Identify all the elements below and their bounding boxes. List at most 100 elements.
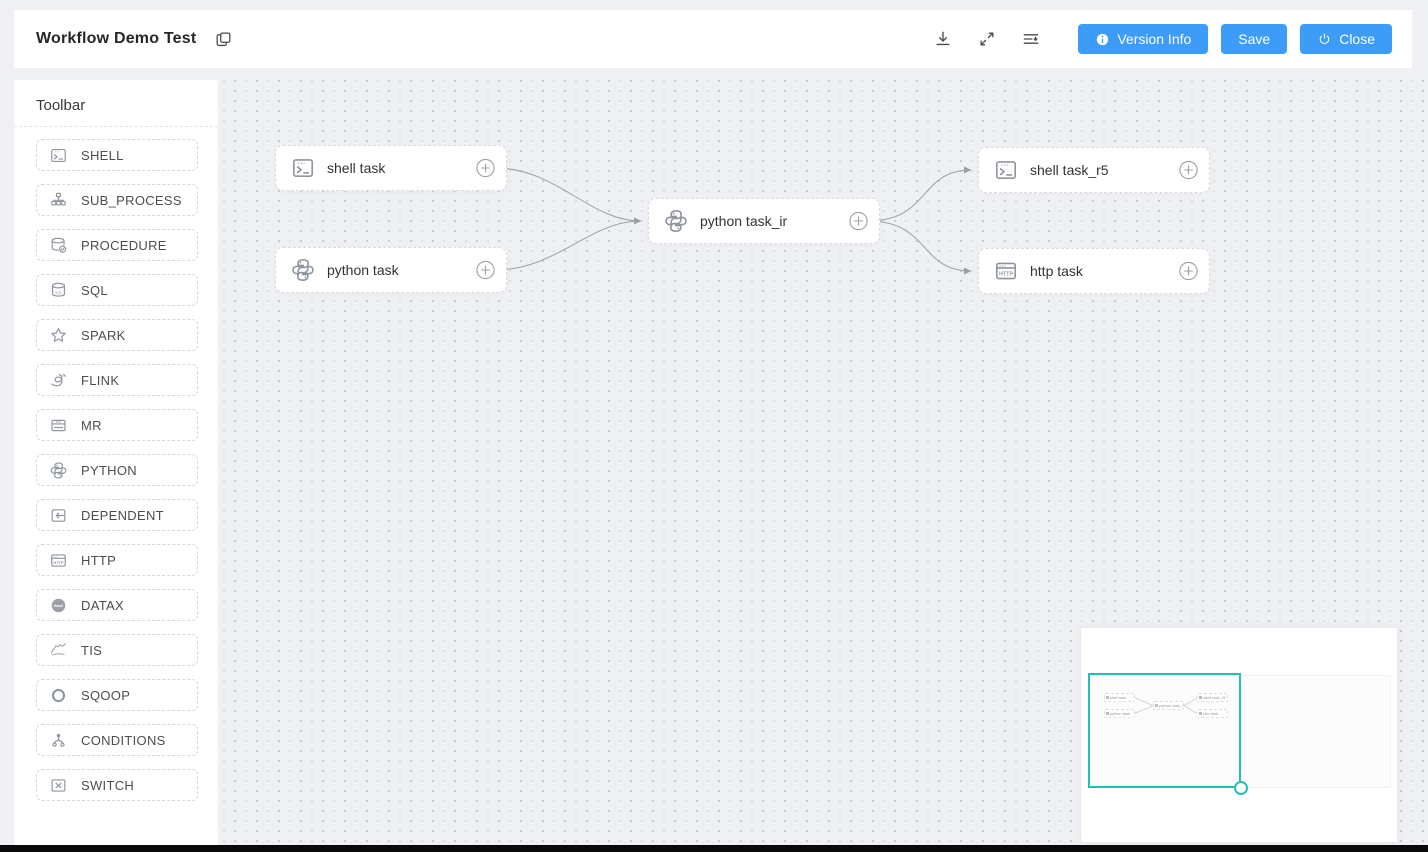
- toolbar-item-datax[interactable]: DataX DATAX: [36, 589, 198, 621]
- task-node-shell-task[interactable]: shell task: [275, 145, 507, 191]
- format-dag-icon[interactable]: [1021, 29, 1041, 49]
- workflow-title: Workflow Demo Test: [36, 30, 197, 47]
- shell-icon: [290, 155, 316, 181]
- task-node-label: python task_ir: [700, 213, 788, 229]
- toolbar-item-label: SPARK: [81, 327, 126, 343]
- svg-text:MR: MR: [56, 420, 62, 424]
- http-icon: HTTP: [993, 258, 1019, 284]
- toolbar-item-sqoop[interactable]: SQOOP: [36, 679, 198, 711]
- dependent-icon: [49, 506, 68, 525]
- switch-icon: [49, 776, 68, 795]
- info-icon: [1097, 33, 1109, 45]
- save-label: Save: [1238, 31, 1271, 47]
- minimap-edges: [1134, 697, 1198, 714]
- toolbar-item-dependent[interactable]: DEPENDENT: [36, 499, 198, 531]
- toolbar-item-tis[interactable]: TIS: [36, 634, 198, 666]
- task-node-label: http task: [1030, 263, 1083, 279]
- save-button[interactable]: Save: [1221, 24, 1288, 54]
- connect-plus-icon[interactable]: [1179, 261, 1198, 281]
- tis-icon: [49, 641, 68, 660]
- minimap-node-label: python task: [1109, 710, 1131, 716]
- task-node-python-task[interactable]: python task: [275, 247, 507, 293]
- toolbar-item-shell[interactable]: SHELL: [36, 139, 198, 171]
- toolbar-item-conditions[interactable]: CONDITIONS: [36, 724, 198, 756]
- shell-icon: [993, 157, 1019, 183]
- toolbar-item-label: DATAX: [81, 597, 124, 613]
- minimap-edge: [1184, 705, 1198, 714]
- edge-python-task-to-python-task-ir[interactable]: [494, 217, 642, 271]
- minimap-resize-handle[interactable]: [1234, 781, 1248, 795]
- edge-python-task-ir-to-http-task[interactable]: [867, 220, 972, 275]
- minimap-node-label: http task: [1203, 711, 1219, 717]
- minimap-edge: [1134, 705, 1154, 714]
- copy-icon[interactable]: [214, 30, 233, 49]
- toolbar-item-label: DEPENDENT: [81, 507, 164, 523]
- toolbar-item-sub_process[interactable]: SUB_PROCESS: [36, 184, 198, 216]
- sql-icon: SQL: [49, 281, 68, 300]
- spark-icon: [49, 326, 68, 345]
- minimap-node-icon: [1199, 696, 1203, 700]
- minimap-node-http-task: http task: [1197, 709, 1229, 719]
- toolbar-item-label: TIS: [81, 642, 103, 658]
- svg-text:HTTP: HTTP: [999, 272, 1014, 278]
- connect-plus-icon[interactable]: [1179, 160, 1198, 180]
- task-node-shell-task-r5[interactable]: shell task_r5: [978, 147, 1210, 193]
- edge-shell-task-to-python-task-ir[interactable]: [494, 167, 642, 225]
- minimap-node-python-task-ir: python task_ir: [1153, 701, 1185, 711]
- toolbar-item-label: SHELL: [81, 147, 124, 163]
- connect-plus-icon[interactable]: [476, 158, 495, 178]
- toolbar-item-python[interactable]: PYTHON: [36, 454, 198, 486]
- python-icon: [49, 461, 68, 480]
- toolbar-item-spark[interactable]: SPARK: [36, 319, 198, 351]
- close-button[interactable]: Close: [1300, 24, 1392, 54]
- minimap-node-label: shell task: [1109, 695, 1127, 701]
- minimap-node-label: shell task_r5: [1203, 695, 1226, 701]
- task-node-http-task[interactable]: HTTP http task: [978, 248, 1210, 294]
- toolbar-item-label: SQOOP: [81, 687, 131, 703]
- minimap-node-icon: [1105, 711, 1109, 715]
- toolbar-item-label: PYTHON: [81, 462, 137, 478]
- minimap-edge: [1184, 697, 1198, 707]
- minimap-panel: shell task python task python task_ir shell…: [1080, 627, 1398, 843]
- toolbar-item-label: FLINK: [81, 372, 120, 388]
- task-node-python-task-ir[interactable]: python task_ir: [648, 198, 880, 244]
- task-node-label: shell task: [327, 160, 386, 176]
- workflow-header: Workflow Demo Test Version Info Save Clo…: [14, 10, 1412, 68]
- datax-icon: DataX: [49, 596, 68, 615]
- connect-plus-icon[interactable]: [476, 260, 495, 280]
- sub-process-icon: [49, 191, 68, 210]
- conditions-icon: [49, 731, 68, 750]
- minimap-node-shell-task-r5: shell task_r5: [1197, 693, 1229, 703]
- version-info-label: Version Info: [1117, 31, 1192, 47]
- version-info-button[interactable]: Version Info: [1078, 24, 1209, 54]
- toolbar-item-switch[interactable]: SWITCH: [36, 769, 198, 801]
- http-icon: HTTP: [49, 551, 68, 570]
- minimap-node-icon: [1105, 696, 1109, 700]
- minimap-node-python-task: python task: [1103, 708, 1135, 718]
- svg-text:HTTP: HTTP: [53, 559, 64, 564]
- shell-icon: [49, 146, 68, 165]
- bottom-bar: [0, 845, 1428, 852]
- edge-python-task-ir-to-shell-task-r5[interactable]: [867, 166, 972, 222]
- toolbar-item-label: SUB_PROCESS: [81, 192, 182, 208]
- download-icon[interactable]: [933, 29, 953, 49]
- sqoop-icon: [49, 686, 68, 705]
- flink-icon: [49, 371, 68, 390]
- toolbar-item-flink[interactable]: FLINK: [36, 364, 198, 396]
- python-icon: [290, 257, 316, 283]
- procedure-icon: [49, 236, 68, 255]
- fullscreen-icon[interactable]: [977, 29, 997, 49]
- minimap-viewport[interactable]: [1088, 673, 1241, 788]
- toolbar-item-procedure[interactable]: PROCEDURE: [36, 229, 198, 261]
- mr-icon: MR: [49, 416, 68, 435]
- edges-layer: [494, 166, 972, 275]
- minimap-node-shell-task: shell task: [1103, 693, 1135, 703]
- toolbar-item-label: SWITCH: [81, 777, 135, 793]
- power-icon: [1319, 33, 1330, 44]
- connect-plus-icon[interactable]: [849, 211, 868, 231]
